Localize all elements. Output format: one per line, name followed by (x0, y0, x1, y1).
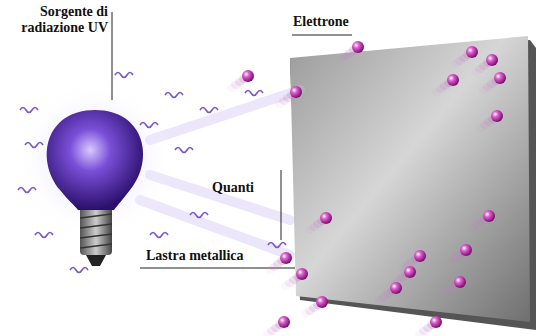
source-label: Sorgente di radiazione UV (2, 4, 108, 36)
electron (494, 72, 506, 84)
electron (430, 316, 442, 328)
electron (454, 276, 466, 288)
electron (466, 46, 478, 58)
electron (352, 41, 364, 53)
electron-label: Elettrone (293, 14, 383, 30)
electron (278, 316, 290, 328)
electron (486, 54, 498, 66)
electron (491, 110, 503, 122)
electron (390, 282, 402, 294)
electron (404, 266, 416, 278)
electron (280, 252, 292, 264)
quanta-label: Quanti (212, 180, 276, 196)
electron (316, 296, 328, 308)
plate-label: Lastra metallica (146, 248, 286, 264)
electron (460, 244, 472, 256)
electron (290, 86, 302, 98)
electron (447, 74, 459, 86)
electron (242, 70, 254, 82)
electron (483, 210, 495, 222)
electron (414, 250, 426, 262)
electron (296, 268, 308, 280)
electron (320, 212, 332, 224)
